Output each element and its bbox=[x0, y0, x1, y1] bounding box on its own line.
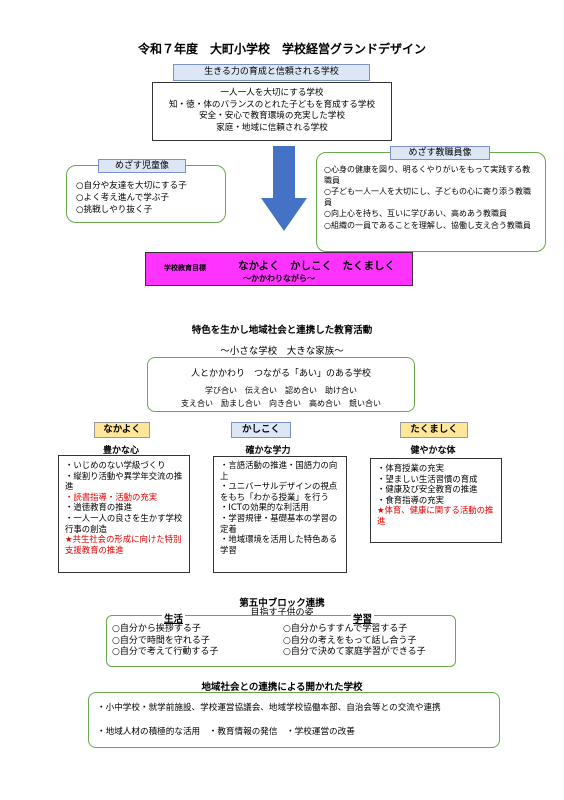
list-item: ・健康及び安全教育の推進 bbox=[377, 484, 478, 495]
list-item: ★共生社会の形成に向けた特別支援教育の推進 bbox=[65, 534, 182, 555]
page-title: 令和７年度 大町小学校 学校経営グランドデザイン bbox=[137, 42, 426, 56]
policy-item: 家庭・地域に信頼される学校 bbox=[216, 122, 328, 133]
list-item: ○心身の健康を図り、明るくやりがいをもって実践する教職員 bbox=[324, 165, 531, 185]
community-line1: ・小中学校・就学前施設、学校運営協議会、地域学校協働本部、自治会等との交流や連携 bbox=[97, 703, 441, 713]
child-image-list: ○自分や友達を大切にする子 ○よく考え進んで学ぶ子 ○挑戦しやり抜く子 bbox=[76, 180, 187, 216]
down-arrow-icon bbox=[261, 146, 307, 231]
feature-subheading: ～小さな学校 大きな家族～ bbox=[220, 346, 344, 357]
list-item: ・食育指導の充実 bbox=[377, 494, 444, 505]
teacher-image-list: ○心身の健康を図り、明るくやりがいをもって実践する教職員 ○子ども一人一人を大切… bbox=[324, 165, 538, 231]
goal-main: なかよく かしこく たくましく bbox=[238, 260, 395, 272]
policy-item: 安全・安心で教育環境の充実した学校 bbox=[198, 111, 346, 121]
list-item: ・地域環境を活用した特色ある学習 bbox=[220, 534, 338, 555]
list-item: ○向上心を持ち、互いに学びあい、高めあう教職員 bbox=[324, 209, 507, 218]
list-item: ・体育授業の充実 bbox=[377, 463, 444, 473]
life-list: ○自分から挨拶する子 ○自分で時間を守れる子 ○自分で考えて行動する子 bbox=[112, 624, 218, 659]
feature-line1: 人とかかわり つながる「あい」のある学校 bbox=[190, 369, 371, 379]
teacher-image-label: めざす教職員像 bbox=[390, 146, 490, 160]
feature-box: 人とかかわり つながる「あい」のある学校 学び合い 伝え合い 認め合い 助け合い… bbox=[147, 357, 415, 412]
list-item: ○自分で考えて行動する子 bbox=[112, 647, 219, 657]
list-item: ・いじめのない学級づくり bbox=[65, 460, 166, 470]
policy-box: 一人一人を大切にする学校 知・徳・体のバランスのとれた子どもを育成する学校 安全… bbox=[152, 82, 392, 141]
list-item: ・望ましい生活習慣の育成 bbox=[377, 473, 478, 484]
policy-item: 知・徳・体のバランスのとれた子どもを育成する学校 bbox=[168, 99, 376, 110]
feature-line2: 学び合い 伝え合い 認め合い 助け合い bbox=[205, 386, 357, 395]
list-item: ・縦割り活動や異学年交流の推進 bbox=[65, 470, 183, 492]
pillar-label-takumashiku: たくましく bbox=[400, 422, 468, 438]
feature-line3: 支え合い 励まし合い 向き合い 高め合い 競い合い bbox=[181, 399, 381, 408]
pillar-box-nakayoku: ・いじめのない学級づくり ・縦割り活動や異学年交流の推進 ・読書指導・活動の充実… bbox=[58, 455, 190, 573]
list-item: ・言語活動の推進・国語力の向上 bbox=[220, 460, 338, 481]
teacher-image-box bbox=[316, 152, 546, 252]
top-banner: 生きる力の育成と信頼される学校 bbox=[173, 64, 370, 81]
list-item: ・ユニバーサルデザインの視点をもち「わかる授業」を行う bbox=[220, 481, 338, 502]
block-heading: 第五中ブロック連携 bbox=[239, 598, 325, 609]
list-item: ○自分から挨拶する子 bbox=[112, 624, 201, 634]
community-box: ・小中学校・就学前施設、学校運営協議会、地域学校協働本部、自治会等との交流や連携… bbox=[88, 692, 500, 748]
pillar-title-sukoyakana-karada: 健やかな体 bbox=[410, 446, 456, 456]
list-item: ○子ども一人一人を大切にし、子どもの心に寄り添う教職員 bbox=[324, 187, 531, 207]
pillar-title-tashikana-gakuryoku: 確かな学力 bbox=[245, 446, 291, 456]
school-goal-box: 学校教育目標 なかよく かしこく たくましく ～かかわりながら～ bbox=[145, 252, 413, 286]
list-item: ○自分の考えをもって話し合う子 bbox=[283, 635, 417, 646]
pillar-title-yutakana-kokoro: 豊かな心 bbox=[102, 446, 139, 456]
block-subheading: 目指す子供の姿 bbox=[250, 608, 314, 618]
list-item: ○自分や友達を大切にする子 bbox=[76, 181, 187, 191]
list-item: ○組織の一員であることを理解し、協働し支え合う教職員 bbox=[324, 220, 531, 230]
goal-prefix: 学校教育目標 bbox=[164, 264, 206, 272]
list-item: ・道徳教育の推進 bbox=[65, 502, 132, 513]
list-item: ○自分からすすんで学習する子 bbox=[283, 624, 408, 634]
list-item: ・読書指導・活動の充実 bbox=[65, 491, 158, 502]
feature-heading: 特色を生かし地域社会と連携した教育活動 bbox=[191, 325, 373, 336]
list-item: ★体育、健康に関する活動の推進 bbox=[377, 505, 494, 526]
study-list: ○自分からすすんで学習する子 ○自分の考えをもって話し合う子 ○自分で決めて家庭… bbox=[283, 624, 426, 659]
study-label: 学習 bbox=[351, 611, 375, 625]
community-heading: 地域社会との連携による開かれた学校 bbox=[201, 682, 363, 693]
list-item: ・ICTの効果的な利活用 bbox=[220, 502, 309, 513]
list-item: ○挑戦しやり抜く子 bbox=[76, 205, 153, 215]
goal-sub: ～かかわりながら～ bbox=[243, 274, 315, 283]
life-label: 生活 bbox=[162, 611, 186, 625]
list-item: ・一人一人の良さを生かす学校行事の創造 bbox=[65, 512, 183, 534]
list-item: ○よく考え進んで学ぶ子 bbox=[76, 193, 170, 203]
policy-item: 一人一人を大切にする学校 bbox=[220, 88, 324, 98]
list-item: ○自分で時間を守れる子 bbox=[112, 635, 210, 646]
pillar-box-kashikoku: ・言語活動の推進・国語力の向上 ・ユニバーサルデザインの視点をもち「わかる授業」… bbox=[213, 456, 347, 573]
community-line2: ・地域人材の積極的な活用 ・教育情報の発信 ・学校運営の改善 bbox=[97, 727, 355, 737]
list-item: ○自分で決めて家庭学習ができる子 bbox=[283, 647, 426, 657]
pillar-box-takumashiku: ・体育授業の充実 ・望ましい生活習慣の育成 ・健康及び安全教育の推進 ・食育指導… bbox=[370, 458, 502, 543]
list-item: ・学習規律・基礎基本の学習の定着 bbox=[220, 512, 338, 534]
pillar-label-nakayoku: なかよく bbox=[94, 422, 150, 438]
pillar-label-kashikoku: かしこく bbox=[231, 422, 291, 438]
child-image-label: めざす児童像 bbox=[98, 159, 186, 173]
